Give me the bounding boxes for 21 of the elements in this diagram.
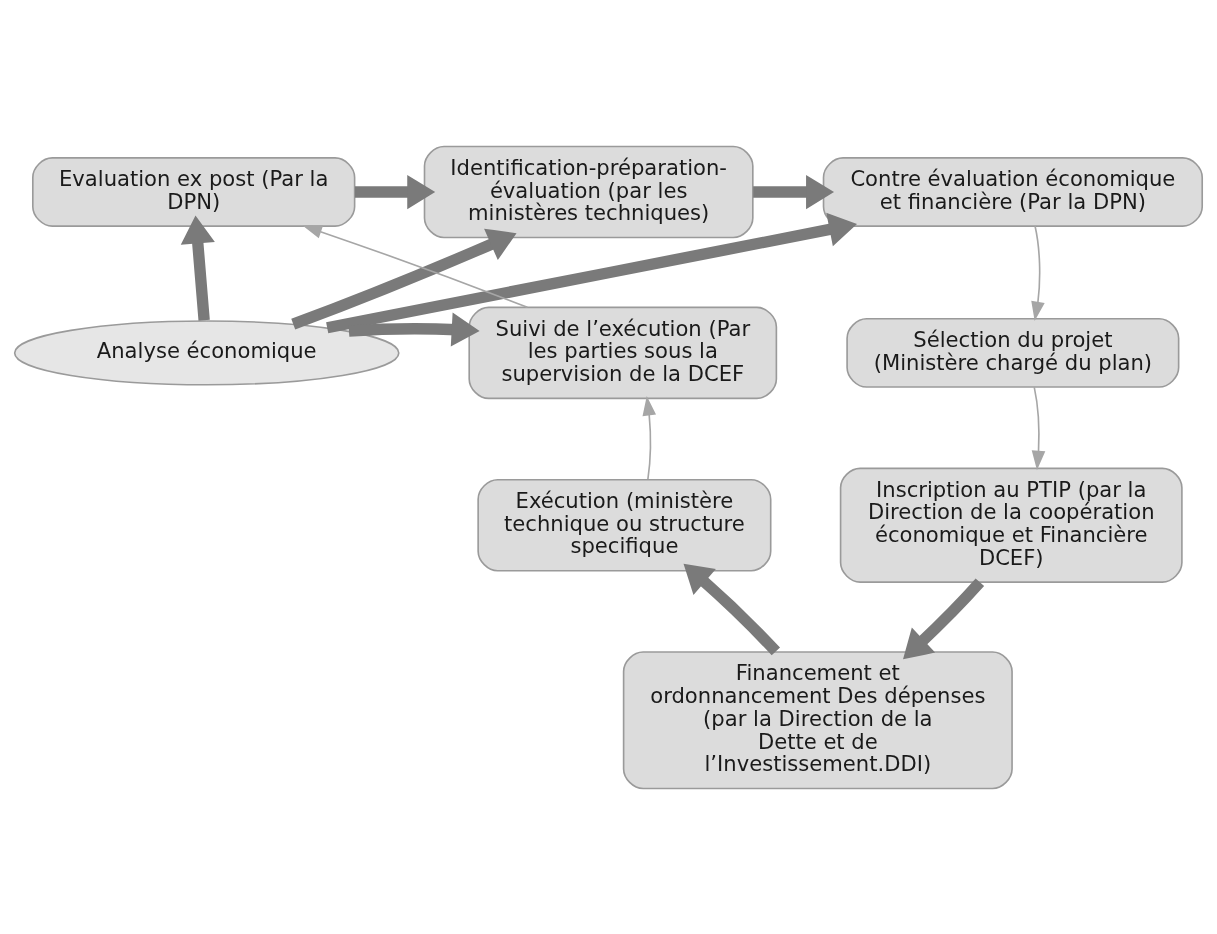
arrow [753, 174, 835, 209]
node-box: Exécution (ministère technique ou structure specifique [477, 478, 772, 572]
arrow [642, 395, 657, 480]
arrow [180, 214, 215, 321]
node-box: Sélection du projet (Ministère chargé du plan) [846, 317, 1180, 388]
arrow [903, 578, 985, 659]
arrow [348, 311, 480, 347]
node-box: Suivi de l’exécution (Par les parties sous la supervision de la DCEF [468, 306, 778, 399]
node-ellipse: Analyse économique [13, 319, 400, 386]
arrow [302, 224, 529, 308]
arrow [1031, 225, 1045, 321]
arrow [683, 563, 780, 655]
arrow [354, 174, 436, 209]
node-box: Contre évaluation économique et financière (Par la DPN) [822, 156, 1204, 227]
node-box: Financement et ordonnancement Des dépenses (par la Direction de la Dette et de l’Investissement.DDI) [622, 650, 1013, 789]
node-box: Inscription au PTIP (par la Direction de la coopération économique et Financière DCEF) [839, 467, 1183, 583]
node-box: Identification-préparation-évaluation (par les ministères techniques) [423, 145, 754, 238]
node-box: Evaluation ex post (Par la DPN) [32, 156, 356, 227]
arrow [1031, 385, 1046, 470]
arrow [291, 228, 517, 329]
arrow [326, 212, 857, 333]
